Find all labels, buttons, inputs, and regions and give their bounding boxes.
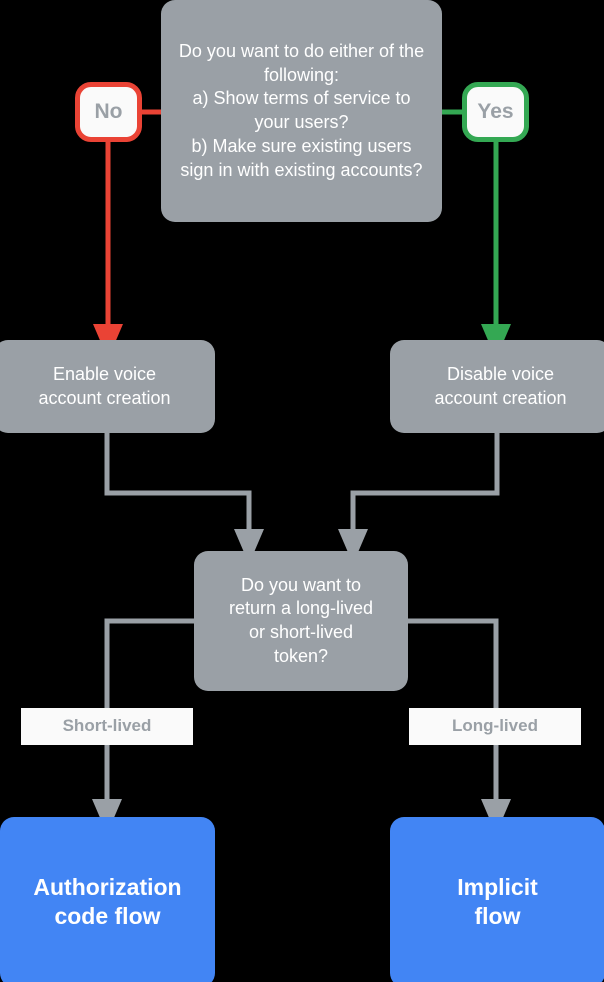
branch-badge-no[interactable]: No bbox=[75, 82, 142, 142]
terminal-node-authorization-code-flow[interactable]: Authorization code flow bbox=[0, 817, 215, 982]
terminal-node-implicit-flow[interactable]: Implicit flow bbox=[390, 817, 604, 982]
branch-badge-yes[interactable]: Yes bbox=[462, 82, 529, 142]
decision-node-token-lifetime[interactable]: Do you want to return a long-lived or sh… bbox=[194, 551, 408, 691]
edge-disable-to-token bbox=[338, 433, 500, 564]
edge-enable-to-token bbox=[104, 433, 264, 564]
process-node-disable-voice-account-creation[interactable]: Disable voice account creation bbox=[390, 340, 604, 433]
edge-label-short-lived: Short-lived bbox=[21, 708, 193, 745]
edge-label-long-lived: Long-lived bbox=[409, 708, 581, 745]
decision-node-terms-of-service[interactable]: Do you want to do either of the followin… bbox=[161, 0, 442, 222]
process-node-enable-voice-account-creation[interactable]: Enable voice account creation bbox=[0, 340, 215, 433]
